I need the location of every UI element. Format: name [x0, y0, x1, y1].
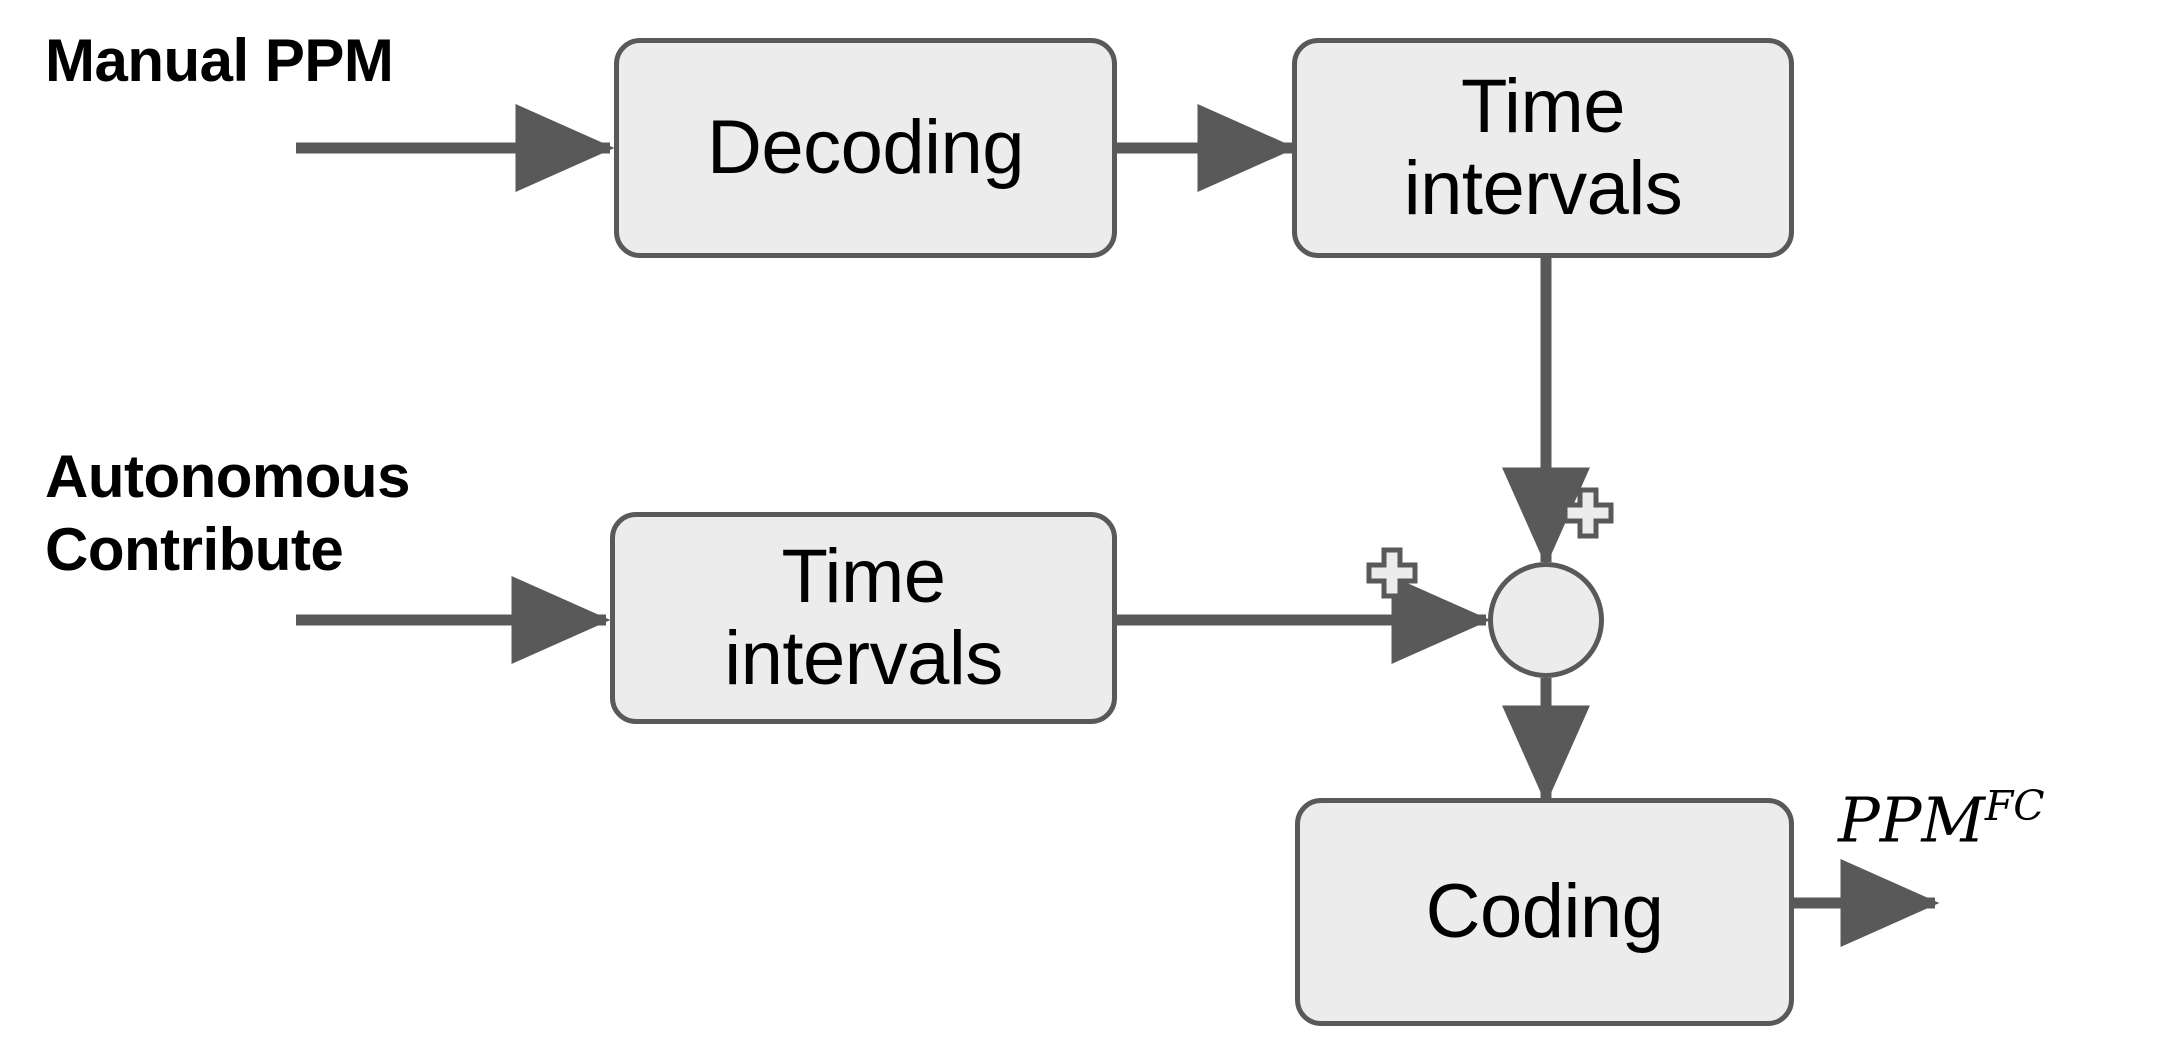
- node-time-intervals-bottom-label: Time intervals: [724, 533, 1003, 701]
- node-decoding-label: Decoding: [706, 104, 1025, 190]
- node-coding[interactable]: Coding: [1295, 798, 1794, 1026]
- summing-junction[interactable]: [1488, 562, 1604, 678]
- node-decoding[interactable]: Decoding: [614, 38, 1117, 258]
- node-time-intervals-top[interactable]: Time intervals: [1292, 38, 1794, 258]
- input-label-manual-ppm: Manual PPM: [45, 27, 394, 94]
- output-label-superscript: FC: [1984, 782, 2045, 830]
- plus-icon-top-input: [1562, 487, 1614, 539]
- plus-icon-left-input: [1366, 547, 1418, 599]
- output-label-base: PPM: [1838, 783, 1985, 857]
- node-time-intervals-bottom[interactable]: Time intervals: [610, 512, 1117, 724]
- node-time-intervals-top-label: Time intervals: [1403, 63, 1683, 231]
- input-label-autonomous-contribute: Autonomous Contribute: [45, 443, 410, 584]
- node-coding-label: Coding: [1425, 868, 1664, 954]
- output-label-ppm-fc: PPMFC: [1838, 782, 2045, 857]
